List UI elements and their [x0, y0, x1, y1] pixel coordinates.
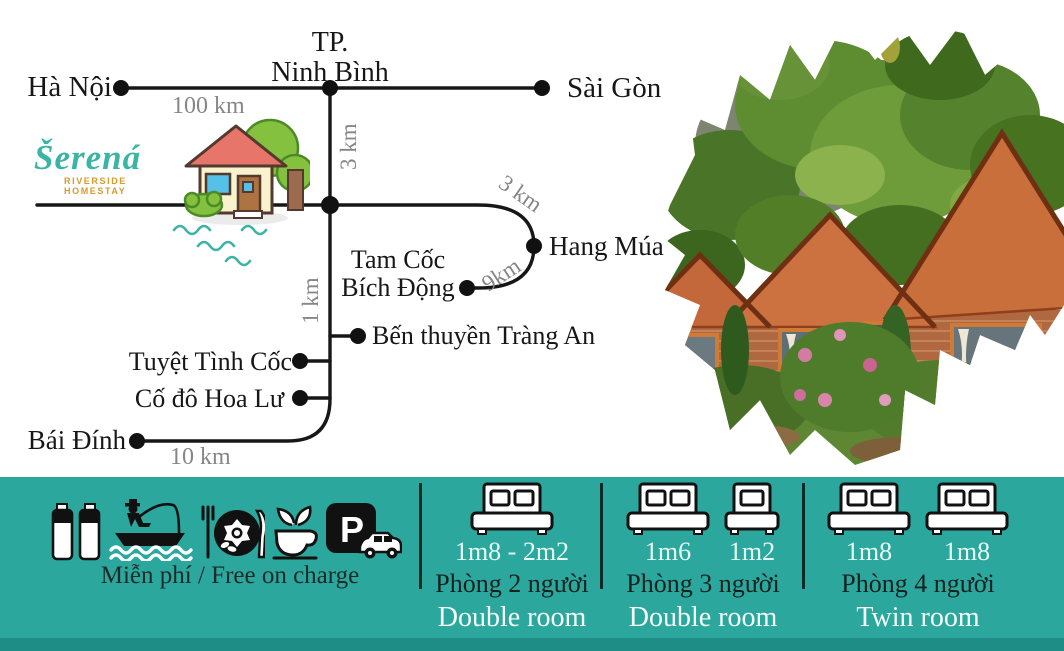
bed-size: 1m8 [845, 537, 893, 566]
room-capacity: Phòng 3 người [626, 569, 780, 598]
logo-tagline: RIVERSIDE HOMESTAY [64, 176, 127, 196]
wave-lines [108, 545, 193, 561]
place-hang-mua: Hang Múa [549, 231, 664, 261]
banner-bottom-strip [0, 638, 1064, 651]
place-tp-ninh-binh: TP. Ninh Bình [268, 27, 392, 89]
room-capacity: Phòng 4 người [841, 569, 995, 598]
single-bed-icon [724, 482, 780, 535]
map-roads [35, 80, 550, 449]
map-dots [113, 80, 550, 449]
distance-homestay-benthuyen: 1 km [298, 277, 323, 324]
banner-divider-2 [600, 483, 603, 589]
room-double-2: 1m8 - 2m2 Phòng 2 người Double room [426, 482, 598, 632]
free-of-charge-label: Miễn phí / Free on charge [100, 562, 360, 589]
place-ben-thuyen: Bến thuyền Tràng An [372, 321, 596, 350]
bed-size: 1m8 [943, 537, 991, 566]
place-tam-coc-line2: Bích Động [341, 273, 455, 303]
room-double-3: 1m6 1m2 Phòng 3 người Double room [608, 482, 798, 632]
bed-size: 1m2 [728, 537, 776, 566]
banner-divider-1 [419, 483, 422, 589]
amenity-banner: P Miễn phí / Free on charge [0, 477, 1064, 651]
bed-size: 1m8 - 2m2 [454, 537, 570, 566]
place-tp-line2: Ninh Bình [271, 57, 389, 89]
amenities-row: P [50, 499, 402, 561]
place-tp-line1: TP. [311, 27, 349, 58]
distance-baidinh: 10 km [170, 444, 231, 470]
parking-letter: P [340, 509, 364, 550]
place-bai-dinh: Bái Đính [27, 425, 126, 455]
double-bed-icon [827, 482, 911, 535]
banner-divider-3 [802, 483, 805, 589]
water-waves [172, 224, 268, 267]
place-saigon: Sài Gòn [567, 72, 662, 104]
room-type: Twin room [856, 602, 980, 633]
logo-name: Šerená [34, 138, 142, 177]
logo: Šerená RIVERSIDE HOMESTAY [34, 138, 174, 196]
room-twin-4: 1m8 1m8 Phòng 4 người Twin room [812, 482, 1024, 632]
room-1-beds: 1m8 - 2m2 [455, 482, 569, 565]
room-3-beds: 1m8 1m8 [827, 482, 1009, 565]
place-tam-coc: Tam Cốc Bích Động [336, 245, 460, 303]
place-tam-coc-line1: Tam Cốc [350, 245, 446, 274]
room-capacity: Phòng 2 người [435, 569, 589, 598]
place-hanoi: Hà Nội [27, 71, 112, 103]
room-2-beds: 1m6 1m2 [626, 482, 780, 565]
double-bed-icon [470, 482, 554, 535]
bed-size: 1m6 [644, 537, 692, 566]
dining-icon [201, 505, 265, 559]
room-type: Double room [437, 602, 587, 633]
room-type: Double room [628, 602, 778, 633]
place-tuyet-tinh-coc: Tuyệt Tình Cốc [128, 347, 292, 376]
double-bed-icon [925, 482, 1009, 535]
distance-hanoi-ninhbinh: 100 km [172, 93, 245, 119]
double-bed-icon [626, 482, 710, 535]
homestay-photo [660, 20, 1064, 465]
tea-icon [272, 505, 318, 560]
rose-dots [794, 329, 891, 407]
place-co-do-hoa-lu: Cố đô Hoa Lư [134, 384, 284, 413]
parking-icon: P [326, 503, 402, 559]
homestay-house-illustration [172, 118, 310, 267]
fishing-icon [108, 499, 193, 561]
distance-ninhbinh-homestay: 3 km [336, 123, 361, 170]
water-bottles-icon [51, 503, 101, 561]
